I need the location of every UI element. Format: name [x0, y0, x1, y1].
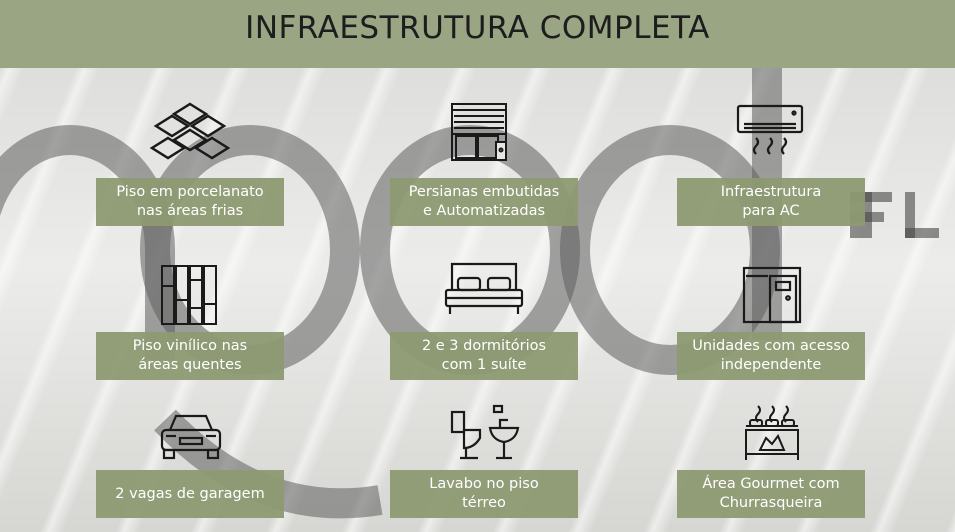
feature-label-line1: Infraestrutura — [720, 184, 822, 200]
blinds-window-icon — [451, 103, 507, 161]
tiles-icon — [149, 102, 231, 160]
feature-label-line1: Piso vinílico nas — [132, 338, 248, 354]
page-header: INFRAESTRUTURA COMPLETA — [0, 0, 955, 68]
feature-label-line2: térreo — [462, 495, 506, 511]
vinyl-floor-icon — [161, 265, 217, 325]
barbecue-grill-icon — [745, 405, 799, 460]
door-icon — [742, 266, 802, 324]
feature-label-line1: Área Gourmet com — [702, 476, 840, 492]
feature-label-line2: e Automatizadas — [422, 203, 546, 219]
double-bed-icon — [444, 262, 524, 314]
feature-label-line1: 2 e 3 dormitórios — [421, 338, 547, 354]
feature-label-line1: Persianas embutidas — [408, 184, 560, 200]
feature-label-line2: para AC — [742, 203, 800, 219]
car-icon — [160, 414, 222, 460]
page-title: INFRAESTRUTURA COMPLETA — [245, 10, 710, 46]
feature-label-line1: Piso em porcelanato — [116, 184, 264, 200]
air-conditioner-icon — [736, 104, 804, 155]
feature-label-line1: Unidades com acesso — [692, 338, 850, 354]
feature-label-line1: Lavabo no piso — [429, 476, 539, 492]
feature-label-line2: Churrasqueira — [719, 495, 823, 511]
feature-label-line1: 2 vagas de garagem — [115, 485, 265, 502]
feature-label-line2: com 1 suíte — [441, 357, 527, 373]
toilet-sink-icon — [450, 404, 520, 460]
feature-label-line2: áreas quentes — [138, 357, 242, 373]
feature-label-line2: nas áreas frias — [136, 203, 244, 219]
feature-label-line2: independente — [720, 357, 822, 373]
